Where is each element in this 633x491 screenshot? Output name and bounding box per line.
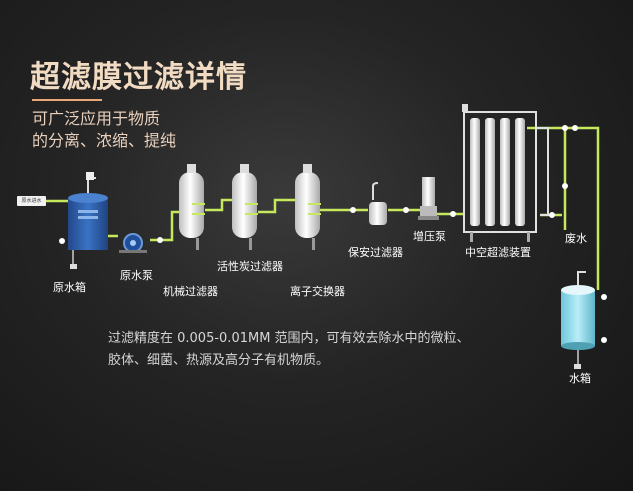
page-title: 超滤膜过滤详情 [30, 60, 247, 95]
raw-tank-icon [68, 172, 108, 269]
valve-icon [572, 125, 578, 131]
label-raw-pump: 原水泵 [120, 269, 153, 282]
raw-pump-icon [119, 233, 147, 253]
valve-icon [450, 211, 456, 217]
valve-icon [59, 238, 65, 244]
valve-icon [350, 207, 356, 213]
subtitle: 可广泛应用于物质 的分离、浓缩、提纯 [32, 108, 176, 152]
label-carbon-filter: 活性炭过滤器 [217, 260, 283, 273]
valves [59, 125, 607, 343]
label-mechanical-filter: 机械过滤器 [163, 285, 218, 298]
raw-water-input-tag: 原水进水 [17, 196, 46, 206]
label-raw-tank: 原水箱 [53, 281, 86, 294]
label-ion-exchanger: 离子交换器 [290, 285, 345, 298]
water-tank-icon [561, 271, 595, 369]
valve-icon [562, 125, 568, 131]
description-line-2: 胶体、细菌、热源及高分子有机物质。 [108, 353, 330, 368]
subtitle-line-2: 的分离、浓缩、提纯 [32, 131, 177, 150]
label-security-filter: 保安过滤器 [348, 246, 403, 259]
pipeline [46, 126, 600, 290]
valve-icon [601, 294, 607, 300]
valve-icon [549, 212, 555, 218]
valve-icon [157, 237, 163, 243]
uf-device-icon [462, 104, 549, 242]
description-line-1: 过滤精度在 0.005-0.01MM 范围内，可有效去除水中的微粒、 [108, 331, 470, 346]
mechanical-filter-icon [179, 164, 205, 250]
subtitle-line-1: 可广泛应用于物质 [32, 109, 161, 128]
carbon-filter-icon [232, 164, 258, 250]
label-water-tank: 水箱 [569, 372, 591, 385]
valve-icon [601, 337, 607, 343]
label-uf-device: 中空超滤装置 [465, 246, 531, 259]
label-booster-pump: 增压泵 [413, 230, 446, 243]
label-waste-water: 废水 [565, 232, 587, 245]
booster-pump-icon [418, 177, 439, 220]
title-underline [32, 99, 102, 101]
description: 过滤精度在 0.005-0.01MM 范围内，可有效去除水中的微粒、 胶体、细菌… [108, 328, 548, 372]
valve-icon [562, 183, 568, 189]
valve-icon [403, 207, 409, 213]
security-filter-icon [369, 182, 387, 225]
ion-exchanger-icon [295, 164, 321, 250]
